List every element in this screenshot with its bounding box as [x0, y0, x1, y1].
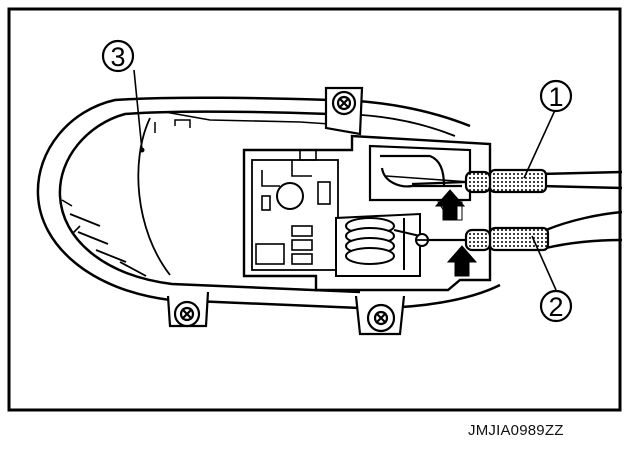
lower-lever-spring — [335, 212, 470, 277]
callout-1-number: 1 — [548, 82, 563, 112]
upper-lever — [368, 144, 472, 202]
figure-reference-code: JMJIA0989ZZ — [468, 422, 564, 439]
lower-arrow — [446, 245, 478, 277]
callout-1: 1 — [539, 79, 573, 113]
upper-arrow — [434, 189, 466, 221]
callout-3: 3 — [101, 39, 135, 73]
upper-screw — [324, 86, 364, 136]
leader-lines — [133, 69, 557, 291]
callout-2: 2 — [539, 289, 573, 323]
cable-upper — [411, 168, 623, 194]
lower-left-screw — [166, 291, 210, 328]
lower-right-screw — [354, 295, 406, 336]
leader-dot — [139, 147, 145, 153]
callout-3-number: 3 — [110, 42, 125, 72]
callout-2-number: 2 — [548, 292, 563, 322]
cable-lower — [428, 210, 623, 252]
